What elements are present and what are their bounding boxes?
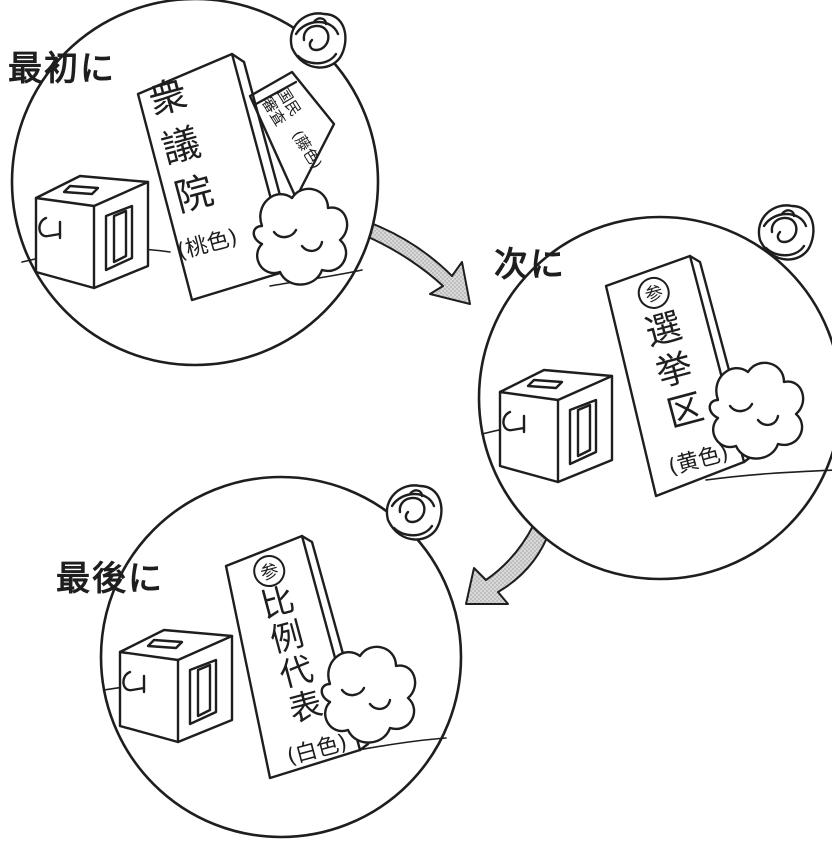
rose-icon xyxy=(289,12,347,69)
step-1-label: 最初に xyxy=(8,49,116,89)
arrow-icon xyxy=(365,221,471,305)
ballot-2-text: 参 選 挙 区 (黄色) xyxy=(637,276,731,481)
step-3-label: 最後に xyxy=(56,559,164,599)
step-2-panel xyxy=(477,204,832,581)
rose-icon xyxy=(757,204,815,261)
step-2-label: 次に xyxy=(494,245,566,285)
ballot-badge: 参 xyxy=(258,560,281,585)
ballot-box-icon xyxy=(498,368,614,484)
step-1-panel xyxy=(10,0,380,367)
arrow-icon xyxy=(465,523,551,605)
ballot-paper-icon xyxy=(248,70,336,200)
step-3-panel xyxy=(99,475,463,839)
ballot-badge: 参 xyxy=(643,282,666,307)
rose-icon xyxy=(385,484,443,541)
ballot-box-icon xyxy=(34,174,150,290)
ballot-box-icon xyxy=(118,628,234,744)
